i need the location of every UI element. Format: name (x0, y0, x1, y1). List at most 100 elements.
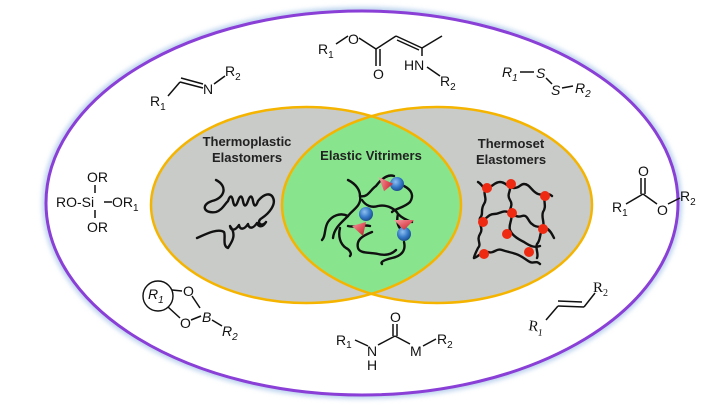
bond (180, 77, 204, 85)
bond (557, 300, 583, 303)
thermoplastic-chain-icon (195, 178, 276, 250)
crosslink-dot-icon (540, 191, 550, 201)
bond (394, 335, 411, 345)
imine-r1: R1 (150, 93, 166, 113)
vitrimer-chain (380, 240, 406, 266)
vitrimer-chain (390, 184, 414, 214)
crosslink-dot-icon (479, 249, 489, 259)
urea-r2: R2 (437, 331, 453, 351)
exchange-triangle-icon (378, 177, 394, 192)
bond (375, 35, 397, 50)
crosslink-dot-icon (478, 217, 488, 227)
si-top-or: OR (87, 169, 108, 185)
thermoset-label-line2: Elastomers (476, 152, 546, 167)
bond (561, 85, 574, 89)
vitrimer-network (320, 174, 414, 266)
boronic-ester-structure: R1 O O B R2 (142, 280, 238, 343)
urea-structure: R1 N H O M R2 (336, 309, 453, 373)
exchange-triangle-icon (394, 220, 414, 230)
bond (583, 292, 596, 308)
olefin-structure: R1 R2 (527, 280, 608, 339)
be-o1: O (183, 283, 194, 299)
bond (171, 289, 183, 292)
vinylogous-urethane-structure: R1 O O HN R2 (318, 31, 456, 93)
crosslink-dot-icon (538, 224, 548, 234)
disulfide-structure: R1 S S R2 (502, 64, 591, 100)
crosslink-dot-icon (502, 229, 512, 239)
venn-right-border (280, 105, 594, 305)
crosslink-dot-icon (506, 179, 516, 189)
bond (545, 77, 553, 85)
elastic-vitrimers-label: Elastic Vitrimers (320, 148, 422, 163)
ester-structure: R1 O O R2 (612, 163, 696, 219)
bond (642, 193, 658, 205)
ring-icon (142, 280, 174, 312)
olefin-r2: R2 (593, 280, 608, 299)
ss-s1: S (536, 65, 546, 81)
si-bottom-or: OR (87, 219, 108, 235)
imine-r2: R2 (225, 63, 241, 83)
vu-hn: HN (404, 57, 424, 73)
vitrimer-chain (320, 213, 350, 242)
exchange-bead-icon (390, 177, 404, 191)
bond (213, 75, 226, 85)
ester-r2: R2 (680, 188, 696, 208)
crosslink-dot-icon (524, 247, 534, 257)
urea-m: M (410, 343, 422, 359)
bond (358, 37, 377, 50)
bond (335, 35, 349, 45)
thermoset-label-line1: Thermoset (478, 136, 545, 151)
thermoset-network (472, 179, 556, 266)
be-o2: O (180, 315, 191, 331)
bond (179, 81, 204, 89)
vu-r2: R2 (440, 73, 456, 93)
bond (354, 339, 369, 347)
bond (421, 35, 443, 49)
urea-r1: R1 (336, 332, 352, 351)
exchange-triangle-icon (352, 222, 366, 236)
be-r2: R2 (222, 323, 238, 343)
crosslink-dot-icon (482, 183, 492, 193)
bond (211, 319, 223, 327)
thermoplastic-label-line1: Thermoplastic (203, 134, 292, 149)
urea-o: O (390, 309, 401, 325)
si-left: RO-Si (56, 194, 94, 210)
bond (167, 81, 181, 97)
ss-r1: R1 (502, 64, 518, 84)
vitrimer-chain (356, 230, 398, 256)
bond (377, 335, 396, 346)
thermoset-chain (507, 182, 542, 248)
imine-structure: R1 N R2 (150, 63, 241, 113)
exchange-bead-icon (359, 207, 373, 221)
bond (191, 295, 201, 309)
ester-o: O (657, 202, 668, 218)
olefin-r1: R1 (527, 318, 545, 339)
vu-o-carbonyl: O (373, 66, 384, 82)
venn-center-fill (282, 107, 461, 303)
venn-left-border (149, 105, 463, 305)
thermoplastic-label-line2: Elastomers (212, 150, 282, 165)
bond (426, 66, 441, 77)
bond (190, 315, 202, 321)
ss-s2: S (551, 82, 561, 98)
urea-h: H (367, 357, 377, 373)
bond (167, 306, 181, 319)
imine-n: N (203, 81, 213, 97)
silyl-ether-structure: OR RO-Si OR1 OR (56, 169, 139, 235)
ss-r2: R2 (575, 80, 591, 100)
urea-n: N (367, 343, 377, 359)
bond (557, 305, 585, 308)
bond (545, 305, 559, 321)
bond (667, 197, 681, 205)
bond (395, 35, 423, 49)
bond (396, 39, 420, 51)
crosslink-dot-icon (507, 208, 517, 218)
bond (422, 338, 437, 347)
si-right: OR1 (112, 194, 139, 214)
vu-o-ester: O (348, 31, 359, 47)
vitrimer-chain (358, 174, 396, 198)
bond (625, 193, 644, 205)
ester-o-carbonyl: O (638, 163, 649, 179)
vu-r1: R1 (318, 41, 334, 61)
